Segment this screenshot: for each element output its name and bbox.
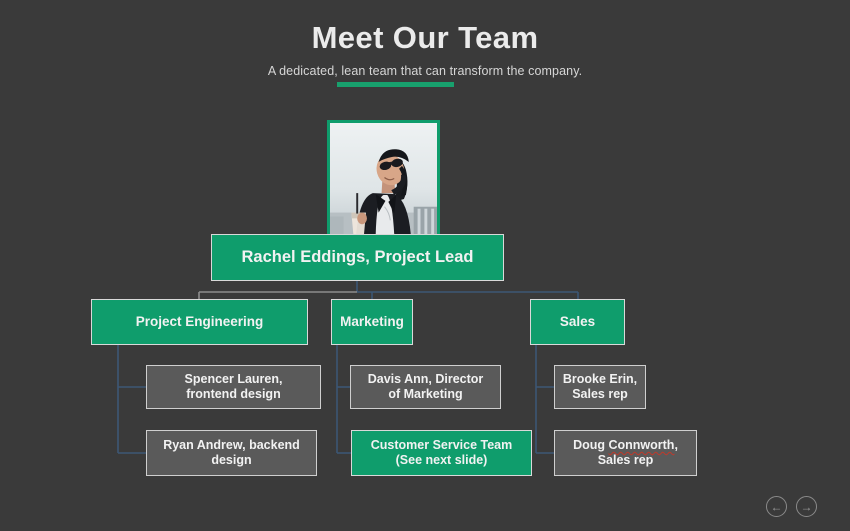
org-node-marketing[interactable]: Marketing [331,299,413,345]
org-node-label: Brooke Erin, Sales rep [562,371,638,401]
org-node-ryan-andrew[interactable]: Ryan Andrew, backend design [146,430,317,476]
org-node-label: Marketing [340,313,404,329]
org-node-customer-service-team[interactable]: Customer Service Team (See next slide) [351,430,532,476]
org-node-label: Davis Ann, Director of Marketing [367,371,484,401]
arrow-left-icon[interactable]: ← [766,496,787,517]
photo-illustration [330,123,437,234]
slide-navigation: ← → [766,496,828,520]
org-node-label: Customer Service Team (See next slide) [370,437,513,467]
org-node-doug-connworth[interactable]: Doug Connworth, Sales rep [554,430,697,476]
org-node-label: Project Engineering [135,313,264,329]
org-node-label: Sales [559,313,596,329]
org-node-sales[interactable]: Sales [530,299,625,345]
org-node-brooke-erin[interactable]: Brooke Erin, Sales rep [554,365,646,409]
org-node-project-engineering[interactable]: Project Engineering [91,299,308,345]
nav-prev-glyph: ← [770,499,783,514]
page-title: Meet Our Team [311,20,539,55]
nav-next-glyph: → [800,499,813,514]
accent-divider [337,82,454,87]
arrow-right-icon[interactable]: → [796,496,817,517]
slide-header: Meet Our Team A dedicated, lean team tha… [0,0,850,78]
org-node-label: Ryan Andrew, backend design [163,437,300,467]
org-node-label: Doug Connworth, Sales rep [573,437,678,467]
org-node-label: Spencer Lauren, frontend design [184,371,283,401]
org-node-davis-ann[interactable]: Davis Ann, Director of Marketing [350,365,501,409]
team-lead-photo[interactable] [327,120,440,237]
org-node-spencer-lauren[interactable]: Spencer Lauren, frontend design [146,365,321,409]
org-node-project-lead[interactable]: Rachel Eddings, Project Lead [211,234,504,281]
spellcheck-underline: Connworth [608,437,675,452]
org-node-label: Rachel Eddings, Project Lead [241,248,474,267]
page-subtitle: A dedicated, lean team that can transfor… [267,63,583,78]
